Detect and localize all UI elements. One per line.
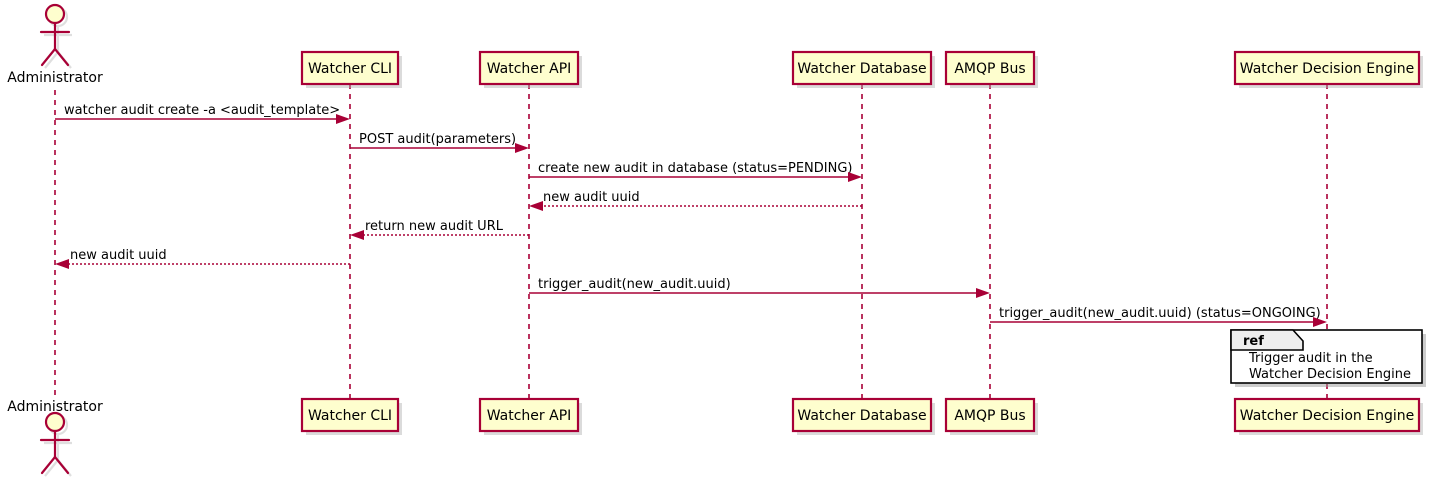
actor-administrator-top-head bbox=[44, 3, 66, 25]
participant-watcher-database-top[interactable]: Watcher Database bbox=[791, 50, 935, 88]
message-7-label: trigger_audit(new_audit.uuid) bbox=[538, 277, 731, 292]
message-4-label: new audit uuid bbox=[543, 190, 640, 205]
message-3-arrowhead bbox=[848, 172, 862, 182]
participant-watcher-decision-engine-top[interactable]: Watcher Decision Engine bbox=[1233, 50, 1423, 88]
message-2-post-audit: POST audit(parameters) bbox=[350, 132, 529, 153]
message-7-arrowhead bbox=[976, 288, 990, 298]
participant-watcher-decision-engine-bottom-label: Watcher Decision Engine bbox=[1240, 408, 1414, 424]
participant-watcher-cli-bottom-label: Watcher CLI bbox=[308, 408, 392, 424]
message-2-arrowhead bbox=[515, 143, 529, 153]
message-4-new-audit-uuid: new audit uuid bbox=[529, 190, 862, 211]
participant-watcher-decision-engine-top-label: Watcher Decision Engine bbox=[1240, 61, 1414, 77]
participant-amqp-bus-bottom-label: AMQP Bus bbox=[954, 408, 1025, 424]
participant-watcher-decision-engine-top-box[interactable] bbox=[1233, 50, 1421, 86]
message-8-arrowhead bbox=[1313, 317, 1327, 327]
actor-administrator-bottom-head bbox=[44, 411, 66, 433]
message-8-label: trigger_audit(new_audit.uuid) (status=ON… bbox=[999, 306, 1321, 321]
message-6-label: new audit uuid bbox=[70, 248, 167, 263]
participant-watcher-api-top-label: Watcher API bbox=[487, 61, 572, 77]
participant-amqp-bus-bottom[interactable]: AMQP Bus bbox=[944, 397, 1038, 435]
participant-watcher-api-top-box[interactable] bbox=[478, 50, 580, 86]
participant-watcher-cli-top-label: Watcher CLI bbox=[308, 61, 392, 77]
ref-fragment-tab bbox=[1230, 329, 1304, 351]
participant-watcher-database-bottom[interactable]: Watcher Database bbox=[791, 397, 935, 435]
participant-watcher-decision-engine-bottom[interactable]: Watcher Decision Engine bbox=[1233, 397, 1423, 435]
participant-watcher-cli-bottom[interactable]: Watcher CLI bbox=[300, 397, 402, 435]
participant-watcher-database-top-box[interactable] bbox=[791, 50, 933, 86]
message-4-arrowhead bbox=[529, 201, 543, 211]
participant-watcher-decision-engine-bottom-box[interactable] bbox=[1233, 397, 1421, 433]
participant-amqp-bus-top[interactable]: AMQP Bus bbox=[944, 50, 1038, 88]
ref-fragment-line-1: Trigger audit in the bbox=[1248, 351, 1373, 366]
actor-administrator-top[interactable]: Administrator bbox=[7, 3, 103, 86]
participant-watcher-database-bottom-box[interactable] bbox=[791, 397, 933, 433]
participant-amqp-bus-top-box[interactable] bbox=[944, 50, 1036, 86]
participant-watcher-cli-top-box[interactable] bbox=[300, 50, 400, 86]
lifelines-group bbox=[54, 84, 1328, 398]
participant-watcher-api-top[interactable]: Watcher API bbox=[478, 50, 582, 88]
message-5-label: return new audit URL bbox=[365, 219, 504, 234]
message-2-label: POST audit(parameters) bbox=[359, 132, 516, 147]
participant-watcher-api-bottom[interactable]: Watcher API bbox=[478, 397, 582, 435]
message-7-trigger-audit: trigger_audit(new_audit.uuid) bbox=[529, 277, 990, 298]
participant-amqp-bus-top-label: AMQP Bus bbox=[954, 61, 1025, 77]
actor-administrator-top-label: Administrator bbox=[7, 70, 103, 86]
participant-watcher-database-top-label: Watcher Database bbox=[797, 61, 926, 77]
participant-amqp-bus-bottom-box[interactable] bbox=[944, 397, 1036, 433]
actor-administrator-top-leg-left bbox=[40, 47, 57, 67]
message-5-arrowhead bbox=[350, 230, 364, 240]
actor-administrator-bottom-label: Administrator bbox=[7, 399, 103, 415]
message-1-watcher-audit-create: watcher audit create -a <audit_template> bbox=[55, 103, 350, 124]
message-8-trigger-audit-ongoing: trigger_audit(new_audit.uuid) (status=ON… bbox=[990, 306, 1327, 327]
participant-watcher-cli-top[interactable]: Watcher CLI bbox=[300, 50, 402, 88]
actor-administrator-bottom-leg-left bbox=[40, 455, 57, 475]
actor-administrator-top-leg-right bbox=[53, 47, 70, 67]
message-5-return-new-audit-url: return new audit URL bbox=[350, 219, 529, 240]
ref-fragment: ref Trigger audit in the Watcher Decisio… bbox=[1230, 329, 1426, 387]
message-3-label: create new audit in database (status=PEN… bbox=[538, 161, 853, 176]
ref-fragment-tab-label: ref bbox=[1243, 334, 1264, 349]
message-1-label: watcher audit create -a <audit_template> bbox=[64, 103, 340, 118]
actor-administrator-bottom-leg-right bbox=[53, 455, 70, 475]
message-1-arrowhead bbox=[336, 114, 350, 124]
actor-administrator-bottom[interactable]: Administrator bbox=[7, 399, 103, 477]
message-3-create-new-audit: create new audit in database (status=PEN… bbox=[529, 161, 862, 182]
message-6-arrowhead bbox=[55, 259, 69, 269]
participant-watcher-api-bottom-box[interactable] bbox=[478, 397, 580, 433]
participant-watcher-database-bottom-label: Watcher Database bbox=[797, 408, 926, 424]
participant-watcher-api-bottom-label: Watcher API bbox=[487, 408, 572, 424]
message-6-new-audit-uuid: new audit uuid bbox=[55, 248, 350, 269]
participant-watcher-cli-bottom-box[interactable] bbox=[300, 397, 400, 433]
ref-fragment-line-2: Watcher Decision Engine bbox=[1249, 367, 1411, 382]
